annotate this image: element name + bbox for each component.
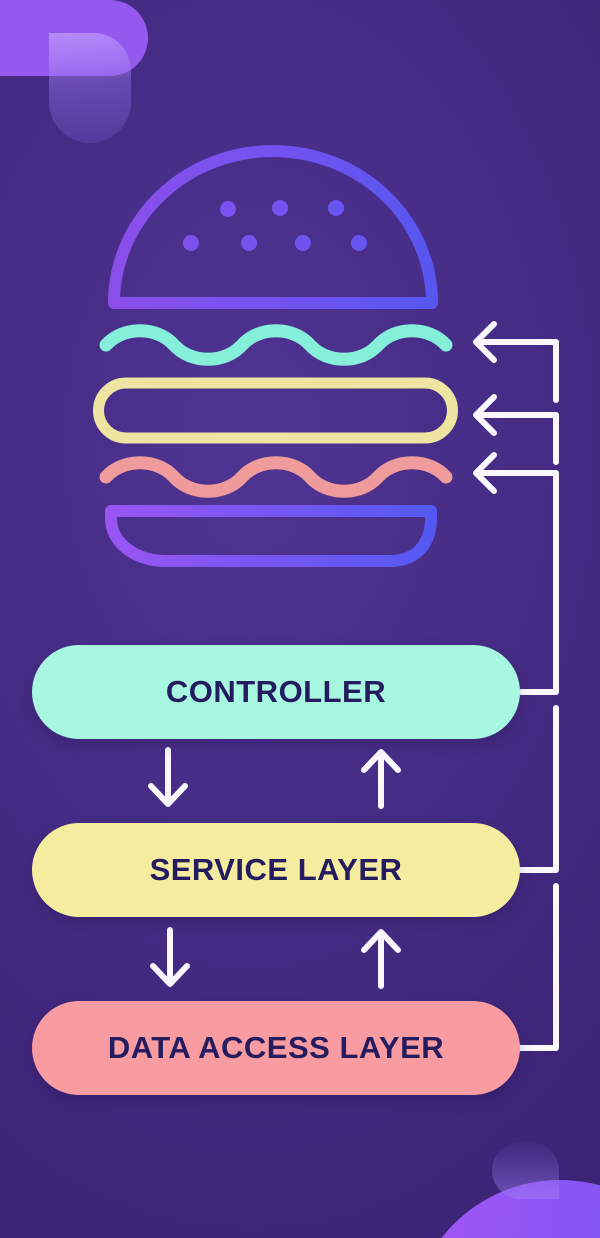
layer-pill-service: SERVICE LAYER [32,823,520,917]
down-arrow-controller-to-service-icon [148,747,188,807]
bacon-icon [99,456,453,498]
layer-label-controller: CONTROLLER [165,674,387,709]
rail-data-segment [517,883,559,1051]
up-arrow-data-to-service-icon [361,929,401,989]
down-arrow-service-to-data-icon [150,927,190,987]
cheese-icon [93,377,458,444]
lettuce-icon [99,324,453,366]
decor-bottom-right-teardrop [492,1142,559,1199]
layer-label-service: SERVICE LAYER [149,852,403,887]
bottom-bun-icon [105,505,437,567]
rail-service-segment [517,705,559,873]
layer-label-data-access: DATA ACCESS LAYER [107,1030,445,1065]
arrow-to-lettuce-icon [473,321,559,403]
top-bun-icon [108,145,438,309]
up-arrow-service-to-controller-icon [361,749,401,809]
layer-pill-controller: CONTROLLER [32,645,520,739]
ingredient-connector-lines [473,321,559,1051]
layer-pill-data-access: DATA ACCESS LAYER [32,1001,520,1095]
sesame-dots-icon [183,200,367,251]
arrow-to-bacon-icon [473,452,559,695]
layer-flow-arrows [148,747,401,989]
arrow-to-cheese-icon [473,394,559,465]
decor-top-left-teardrop [49,33,131,143]
